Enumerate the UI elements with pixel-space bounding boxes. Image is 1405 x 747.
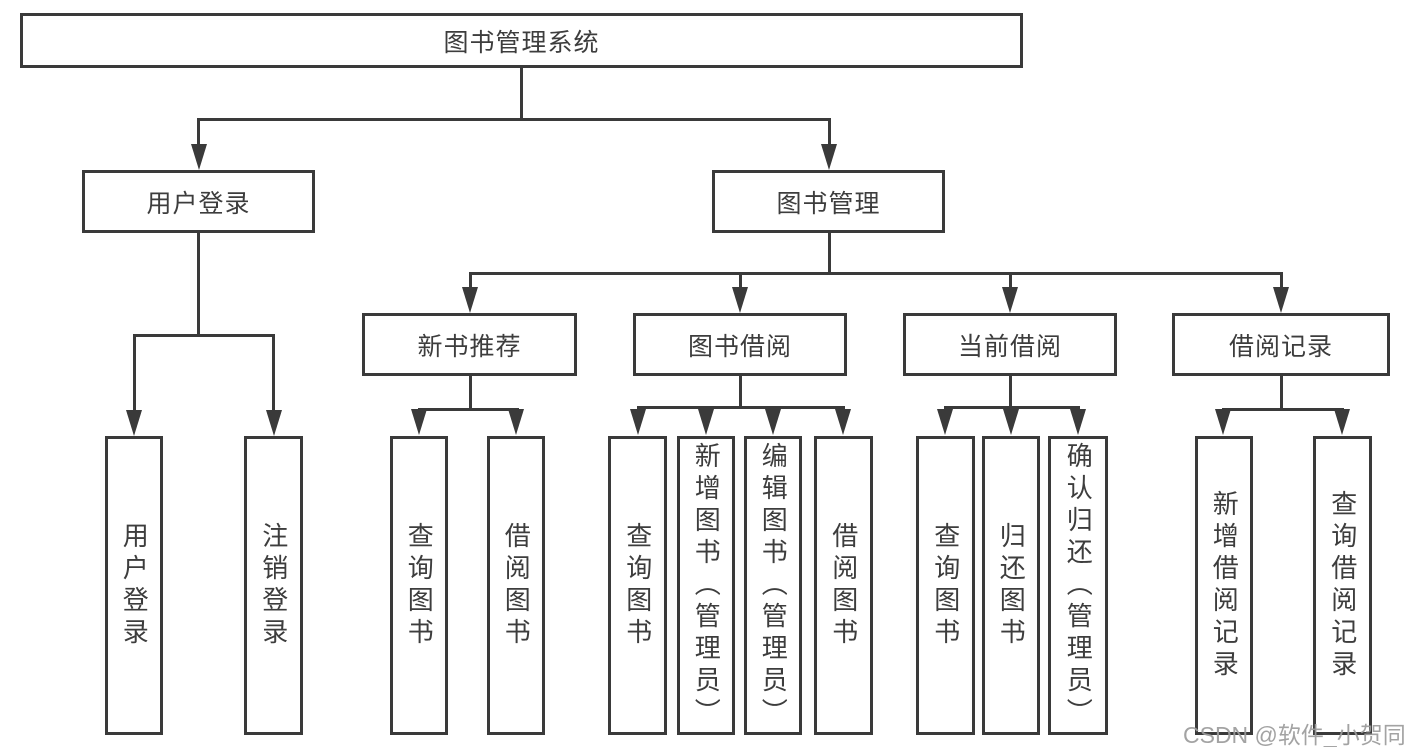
- node-current-borrow: 当前借阅: [903, 313, 1117, 376]
- leaf-return-books-label: 归还图书: [996, 521, 1027, 650]
- arrowhead-down-icon: [1334, 409, 1350, 435]
- arrowhead-down-icon: [630, 409, 646, 435]
- leaf-query-books-rec: 查询图书: [390, 436, 448, 735]
- edge-book-mgmt-drop: [828, 118, 831, 150]
- leaf-query-books-rec-label: 查询图书: [404, 521, 435, 650]
- arrowhead-down-icon: [462, 287, 478, 313]
- node-book-mgmt-label: 图书管理: [776, 189, 881, 218]
- leaf-logout-label: 注销登录: [258, 521, 289, 650]
- node-current-borrow-label: 当前借阅: [957, 332, 1062, 361]
- node-new-book-rec-label: 新书推荐: [417, 332, 522, 361]
- csdn-watermark: CSDN @软件_小贺同学: [1183, 722, 1405, 747]
- node-user-login: 用户登录: [82, 170, 315, 233]
- arrowhead-down-icon: [126, 410, 142, 436]
- leaf-borrow-books-rec: 借阅图书: [487, 436, 545, 735]
- leaf-confirm-return-admin-label: 确认归还（管理员）: [1063, 441, 1094, 730]
- edge-new-rec-stem: [469, 376, 472, 410]
- leaf-borrow-books-borrow-label: 借阅图书: [828, 521, 859, 650]
- node-borrow-records-label: 借阅记录: [1228, 332, 1333, 361]
- leaf-query-books-current-label: 查询图书: [930, 521, 961, 650]
- edge-borrow-records-branch: [1222, 408, 1344, 411]
- arrowhead-down-icon: [1215, 409, 1231, 435]
- node-book-borrow-label: 图书借阅: [687, 332, 792, 361]
- node-root-label: 图书管理系统: [443, 28, 600, 57]
- leaf-query-books-borrow-label: 查询图书: [622, 521, 653, 650]
- node-book-mgmt: 图书管理: [712, 170, 945, 233]
- leaf-edit-books-admin: 编辑图书（管理员）: [744, 436, 802, 735]
- edge-new-rec-drop: [469, 272, 472, 290]
- edge-borrow-records-stem: [1280, 376, 1283, 411]
- edge-book-mgmt-stem: [828, 233, 831, 275]
- leaf-borrow-books-rec-label: 借阅图书: [501, 521, 532, 650]
- edge-book-borrow-stem: [739, 376, 742, 409]
- leaf-edit-books-admin-label: 编辑图书（管理员）: [758, 441, 789, 730]
- node-new-book-rec: 新书推荐: [362, 313, 577, 376]
- arrowhead-down-icon: [266, 410, 282, 436]
- leaf-query-borrow-record: 查询借阅记录: [1313, 436, 1372, 735]
- leaf-add-borrow-record: 新增借阅记录: [1195, 436, 1253, 735]
- edge-root-branch: [197, 118, 831, 121]
- leaf-add-books-admin: 新增图书（管理员）: [677, 436, 735, 735]
- arrowhead-down-icon: [732, 287, 748, 313]
- arrowhead-down-icon: [1002, 287, 1018, 313]
- node-root: 图书管理系统: [20, 13, 1023, 68]
- leaf-query-books-borrow: 查询图书: [608, 436, 667, 735]
- edge-current-borrow-stem: [1009, 376, 1012, 409]
- arrowhead-down-icon: [1003, 409, 1019, 435]
- edge-leaf-login-drop: [133, 334, 136, 414]
- arrowhead-down-icon: [835, 409, 851, 435]
- edge-user-login-branch: [133, 334, 275, 337]
- edge-current-borrow-branch: [944, 406, 1080, 409]
- edge-book-borrow-branch: [637, 406, 845, 409]
- edge-new-rec-branch: [418, 408, 519, 411]
- leaf-user-login: 用户登录: [105, 436, 163, 735]
- arrowhead-down-icon: [937, 409, 953, 435]
- leaf-query-books-current: 查询图书: [916, 436, 975, 735]
- edge-user-login-stem: [197, 233, 200, 337]
- leaf-user-login-label: 用户登录: [119, 521, 150, 650]
- edge-current-borrow-drop: [1009, 272, 1012, 290]
- arrowhead-down-icon: [508, 409, 524, 435]
- arrowhead-down-icon: [411, 409, 427, 435]
- edge-book-mgmt-branch: [469, 272, 1283, 275]
- leaf-confirm-return-admin: 确认归还（管理员）: [1048, 436, 1108, 735]
- leaf-add-borrow-record-label: 新增借阅记录: [1209, 489, 1240, 682]
- edge-book-borrow-drop: [739, 272, 742, 290]
- arrowhead-down-icon: [191, 144, 207, 170]
- node-borrow-records: 借阅记录: [1172, 313, 1390, 376]
- arrowhead-down-icon: [765, 409, 781, 435]
- leaf-add-books-admin-label: 新增图书（管理员）: [691, 441, 722, 730]
- edge-user-login-drop: [197, 118, 200, 150]
- arrowhead-down-icon: [698, 409, 714, 435]
- leaf-return-books: 归还图书: [982, 436, 1040, 735]
- edge-borrow-records-drop: [1280, 272, 1283, 290]
- node-user-login-label: 用户登录: [146, 189, 251, 218]
- leaf-query-borrow-record-label: 查询借阅记录: [1327, 489, 1358, 682]
- arrowhead-down-icon: [1070, 409, 1086, 435]
- arrowhead-down-icon: [1273, 287, 1289, 313]
- edge-root-stem: [520, 68, 523, 121]
- leaf-borrow-books-borrow: 借阅图书: [814, 436, 873, 735]
- arrowhead-down-icon: [821, 144, 837, 170]
- leaf-logout: 注销登录: [244, 436, 303, 735]
- node-book-borrow: 图书借阅: [633, 313, 847, 376]
- edge-leaf-logout-drop: [272, 334, 275, 414]
